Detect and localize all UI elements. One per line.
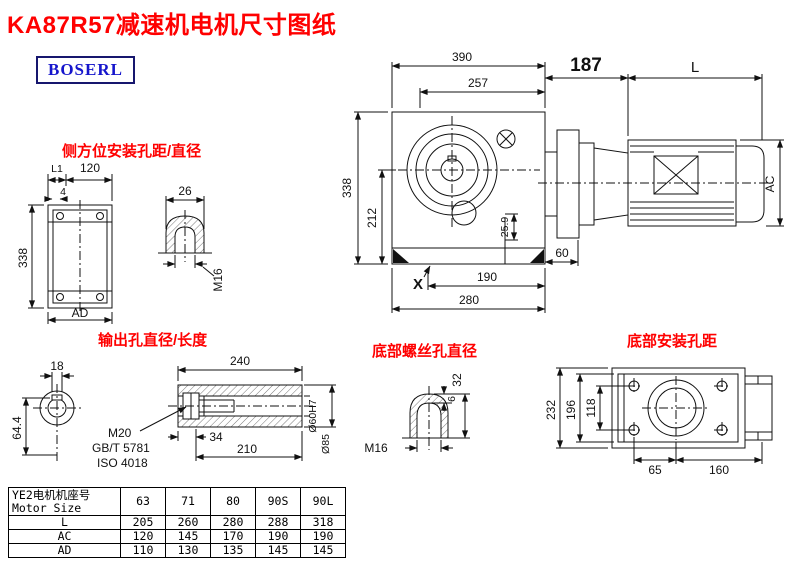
dim-187: 187	[570, 55, 602, 76]
table-row-AD: AD 110 130 135 145 145	[8, 543, 346, 558]
cell-value: 145	[165, 529, 211, 544]
dim-210: 210	[237, 442, 257, 456]
dim-motor-length-L: L	[691, 59, 699, 76]
side-mount-drawing: L1 120 4 338 AD	[16, 161, 225, 324]
output-shaft-drawing: 18 64.4	[10, 354, 336, 470]
cell-value: 288	[255, 515, 301, 530]
page-title: KA87R57减速机电机尺寸图纸	[7, 12, 337, 39]
dim-232: 232	[544, 400, 558, 420]
cell-value: 110	[120, 543, 166, 558]
dim-64-4: 64.4	[10, 416, 24, 440]
brand-logo-text: BOSERL	[48, 60, 123, 79]
dim-338-side: 338	[16, 248, 30, 268]
dim-18: 18	[50, 359, 64, 373]
label-bottom-mount: 底部安装孔距	[627, 333, 718, 350]
dim-85: Ø85	[320, 434, 332, 454]
motor-size-table: YE2电机机座号 Motor Size 63 71 80 90S 90L L 2…	[8, 487, 346, 558]
table-row-L: L 205 260 280 288 318	[8, 515, 346, 530]
dim-120: 120	[80, 161, 100, 175]
table-header-motor-size: YE2电机机座号 Motor Size	[8, 487, 121, 516]
cell-value: 190	[300, 529, 346, 544]
cell-value: 135	[210, 543, 256, 558]
cell-value: 260	[165, 515, 211, 530]
table-header-cn: YE2电机机座号	[12, 487, 91, 502]
cell-value: 170	[210, 529, 256, 544]
table-row-AC: AC 120 145 170 190 190	[8, 529, 346, 544]
dim-65: 65	[648, 463, 662, 477]
dim-M16-screw: M16	[364, 441, 388, 455]
dim-6: 6	[446, 396, 458, 402]
dim-160: 160	[709, 463, 729, 477]
dim-280: 280	[459, 293, 479, 307]
dim-GB-standard: GB/T 5781	[92, 441, 150, 455]
dim-257: 257	[468, 76, 488, 90]
dim-L1: L1	[51, 163, 63, 175]
dim-AD: AD	[72, 306, 89, 320]
dim-240: 240	[230, 354, 250, 368]
table-header-en: Motor Size	[12, 500, 82, 515]
cell-value: 120	[120, 529, 166, 544]
bottom-screw-drawing: 32 6 M16	[364, 373, 470, 455]
dim-190: 190	[477, 270, 497, 284]
dim-60: 60	[555, 246, 569, 260]
table-header-size-71: 71	[165, 487, 211, 516]
dim-390: 390	[452, 50, 472, 64]
table-header-size-90L: 90L	[300, 487, 346, 516]
dim-M20: M20	[108, 426, 132, 440]
label-bottom-screw: 底部螺丝孔直径	[372, 343, 478, 360]
row-label: AD	[8, 543, 121, 558]
dim-34: 34	[209, 430, 223, 444]
dim-25-9: 25.9	[499, 217, 511, 238]
dim-ISO-standard: ISO 4018	[97, 456, 148, 470]
dim-X: X	[413, 276, 423, 293]
dim-196: 196	[564, 400, 578, 420]
cell-value: 205	[120, 515, 166, 530]
cell-value: 190	[255, 529, 301, 544]
cell-value: 145	[300, 543, 346, 558]
dim-338-main: 338	[340, 178, 354, 198]
brand-logo: BOSERL	[36, 56, 135, 84]
cell-value: 280	[210, 515, 256, 530]
table-header-size-90S: 90S	[255, 487, 301, 516]
bottom-mount-drawing: 232 196 118 65 160	[544, 367, 773, 477]
cell-value: 318	[300, 515, 346, 530]
dim-AC: AC	[763, 175, 777, 192]
cell-value: 145	[255, 543, 301, 558]
table-header-size-63: 63	[120, 487, 166, 516]
table-header-size-80: 80	[210, 487, 256, 516]
table-header-row: YE2电机机座号 Motor Size 63 71 80 90S 90L	[8, 487, 346, 516]
dim-212: 212	[365, 208, 379, 228]
dim-32: 32	[450, 373, 464, 387]
dim-118: 118	[584, 398, 598, 417]
dim-60H7: Ø60H7	[307, 399, 319, 432]
row-label: L	[8, 515, 121, 530]
cell-value: 130	[165, 543, 211, 558]
dim-26: 26	[178, 184, 192, 198]
main-assembly-drawing: 390 257 187 L 338 212	[340, 50, 784, 313]
dim-M16-side: M16	[211, 268, 225, 292]
label-side-mount: 侧方位安装孔距/直径	[62, 143, 202, 160]
dim-4: 4	[60, 186, 66, 198]
label-output-hole: 输出孔直径/长度	[98, 332, 208, 349]
row-label: AC	[8, 529, 121, 544]
